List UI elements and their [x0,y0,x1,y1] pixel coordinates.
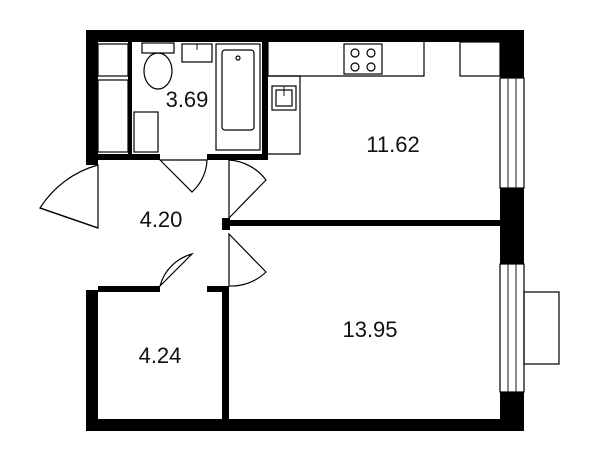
window-kitchen [499,77,525,189]
balcony [523,291,560,365]
interior-walls [98,42,500,419]
storage-door-icon [158,252,194,288]
bathtub-icon [215,43,261,151]
bedroom-door-icon [228,232,267,287]
room-area-storage: 4.24 [139,343,182,368]
fridge-icon [459,41,501,77]
outer-walls [86,30,524,431]
room-area-hallway: 4.20 [140,207,183,232]
bathroom-fixtures [97,42,261,153]
stove-icon [343,43,383,75]
bathroom-door-icon [158,159,208,193]
kitchen-sink-icon [271,85,297,111]
room-area-kitchen-living: 11.62 [366,132,419,157]
window-bedroom [499,263,525,393]
room-area-bathroom: 3.69 [166,87,209,112]
doors [39,159,267,288]
sink-icon [181,43,213,63]
room-area-bedroom: 13.95 [342,317,397,342]
kitchen-door-icon [228,159,267,220]
toilet-icon [141,42,175,90]
kitchen-fixtures [267,41,501,155]
